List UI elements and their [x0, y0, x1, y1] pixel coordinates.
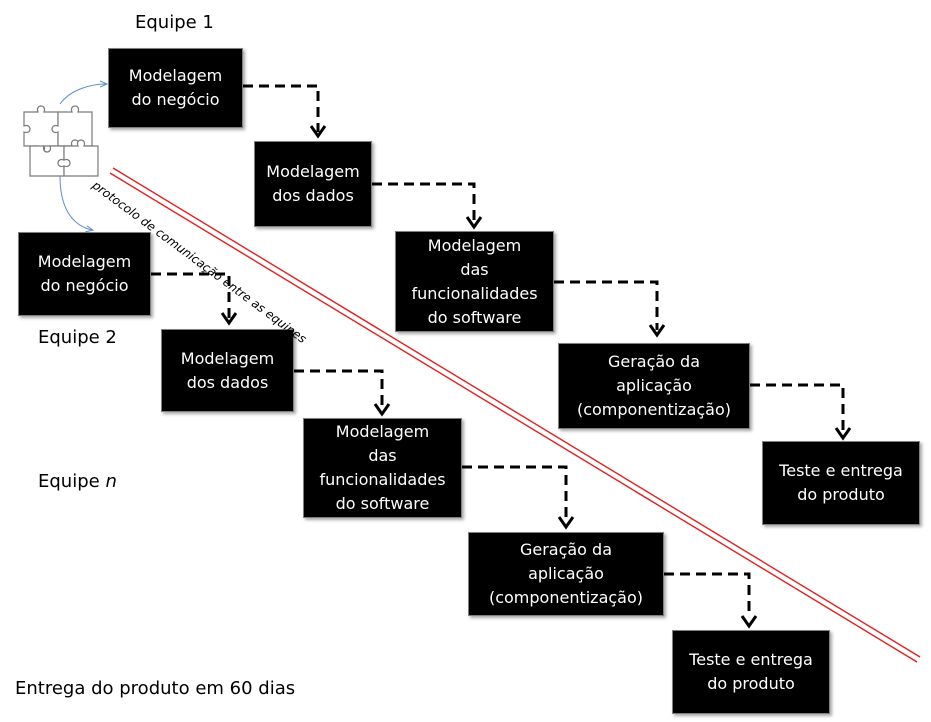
team1-step-functionality-modeling-text: Modelagem das funcionalidades do softwar… [411, 235, 538, 327]
team1-arrowhead-3 [648, 324, 666, 338]
team1-step-business-modeling: Modelagem do negócio [108, 48, 243, 128]
team1-step-functionality-modeling: Modelagem das funcionalidades do softwar… [395, 231, 554, 332]
team1-connector-2 [372, 182, 476, 222]
team1-arrowheads [309, 125, 852, 441]
team1-arrowhead-4 [834, 427, 852, 441]
team2-connector-2 [294, 369, 384, 406]
team2-connector-4 [664, 572, 751, 617]
puzzle-connector-team2 [59, 175, 92, 230]
team2-arrowhead-3 [557, 516, 575, 530]
team2-step-app-generation: Geração da aplicação (componentização) [468, 532, 664, 616]
team1-step-business-modeling-text: Modelagem do negócio [128, 66, 223, 109]
team2-arrowhead-1 [220, 312, 238, 326]
team2-step-functionality-modeling: Modelagem das funcionalidades do softwar… [303, 418, 462, 518]
team1-step-app-generation: Geração da aplicação (componentização) [558, 343, 750, 429]
team1-connector-4 [750, 383, 845, 430]
team2-step-functionality-modeling-text: Modelagem das funcionalidades do softwar… [319, 422, 446, 513]
team1-step-test-delivery: Teste e entrega do produto [762, 441, 920, 525]
team2-step-app-generation-text: Geração da aplicação (componentização) [488, 540, 644, 607]
team1-connector-3 [554, 280, 659, 330]
protocol-divider [109, 167, 921, 663]
team2-arrowheads [220, 312, 758, 629]
team1-connector-1 [243, 84, 320, 132]
team2-step-business-modeling: Modelagem do negócio [18, 232, 151, 316]
team2-step-test-delivery-text: Teste e entrega do produto [689, 650, 813, 693]
team2-step-data-modeling: Modelagem dos dados [161, 329, 294, 412]
team2-step-test-delivery: Teste e entrega do produto [672, 630, 830, 714]
team1-step-test-delivery-text: Teste e entrega do produto [779, 461, 903, 504]
team1-label: Equipe 1 [135, 12, 214, 33]
team1-connectors [243, 84, 845, 430]
puzzle-connectors [59, 84, 106, 230]
teamn-prefix: Equipe [38, 471, 106, 492]
team1-arrowhead-2 [465, 216, 483, 230]
team2-step-business-modeling-text: Modelagem do negócio [37, 252, 132, 295]
team2-arrowhead-2 [373, 403, 391, 417]
team2-connectors [151, 272, 751, 617]
team2-connector-1 [151, 272, 231, 318]
puzzle-icon [23, 105, 99, 177]
team2-label: Equipe 2 [38, 327, 117, 348]
team1-arrowhead-1 [309, 125, 327, 139]
teamn-variable: n [105, 471, 117, 492]
team1-step-data-modeling: Modelagem dos dados [254, 141, 372, 227]
teamn-label: Equipe n [38, 471, 117, 492]
team2-step-data-modeling-text: Modelagem dos dados [180, 348, 275, 392]
team1-step-app-generation-text: Geração da aplicação (componentização) [576, 352, 732, 419]
delivery-footer: Entrega do produto em 60 dias [15, 678, 296, 699]
team2-arrowhead-4 [740, 615, 758, 629]
team1-step-data-modeling-text: Modelagem dos dados [266, 162, 360, 205]
team2-connector-3 [462, 465, 568, 517]
puzzle-connector-team1 [59, 84, 106, 105]
